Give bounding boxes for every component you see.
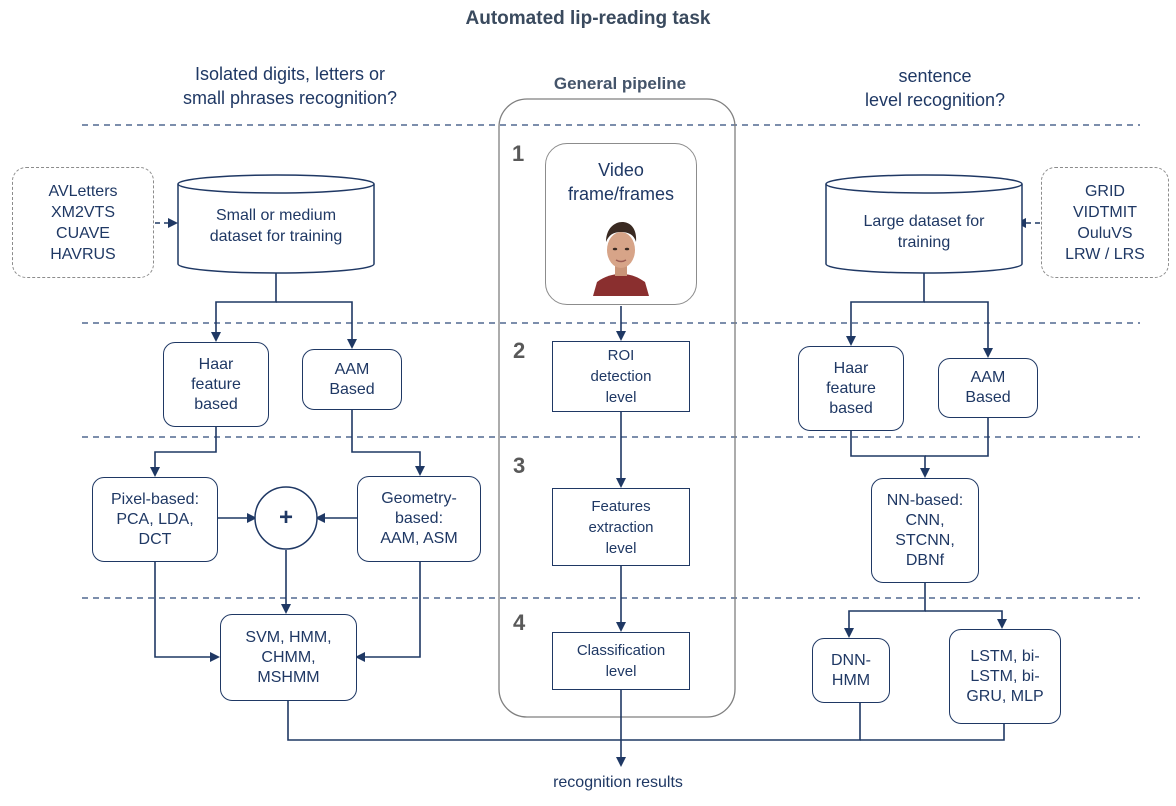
combine-circle [254, 486, 318, 550]
right-aam-based: AAM Based [938, 358, 1038, 418]
classification-level: Classification level [552, 632, 690, 690]
right-split-haar [846, 272, 925, 346]
right-dataset-list: GRID VIDTMIT OuluVS LRW / LRS [1041, 167, 1169, 278]
pipeline-container [498, 98, 736, 718]
right-header: sentence level recognition? [864, 66, 1006, 110]
aam-to-nn [925, 418, 989, 457]
right-split-aam [924, 301, 993, 358]
pipeline-title: General pipeline [553, 74, 687, 93]
geometry-to-classifiers [355, 562, 421, 662]
left-split-aam [276, 301, 357, 349]
right-dataset-cylinder-shape [825, 174, 1023, 274]
connectors [150, 218, 1040, 767]
step-number-2: 2 [513, 338, 526, 363]
nn-to-lstm [925, 610, 1007, 629]
left-split-haar [211, 272, 277, 342]
haar-to-pixel [150, 427, 217, 477]
nn-based-box: NN-based: CNN, STCNN, DBNf [871, 478, 979, 583]
lstm-box: LSTM, bi- LSTM, bi- GRU, MLP [949, 629, 1061, 724]
left-haar-feature-based: Haar feature based [163, 342, 269, 427]
left-to-results [287, 701, 621, 741]
diagram-title: Automated lip-reading task [465, 8, 711, 29]
geometry-based-box: Geometry- based: AAM, ASM [357, 476, 481, 562]
pixel-to-classifiers [154, 562, 220, 662]
level-separators [82, 124, 1140, 599]
face-image [593, 222, 649, 296]
aam-to-geometry [351, 410, 425, 476]
right-dataset-cylinder: Large dataset for training [863, 213, 985, 251]
plus-sign: + [278, 504, 293, 531]
left-dataset-list: AVLetters XM2VTS CUAVE HAVRUS [12, 167, 154, 278]
roi-detection-level: ROI detection level [552, 341, 690, 412]
video-frame-label: Video frame/frames [567, 160, 675, 204]
nn-to-dnn [844, 583, 926, 638]
features-extraction-level: Features extraction level [552, 488, 690, 566]
video-frame-box: Video frame/frames [545, 143, 697, 305]
recognition-results-label: recognition results [553, 774, 683, 791]
lstm-to-results [860, 724, 1005, 741]
dnn-to-results [621, 703, 861, 741]
right-haar-feature-based: Haar feature based [798, 346, 904, 431]
left-classifiers-box: SVM, HMM, CHMM, MSHMM [220, 614, 357, 701]
step-number-1: 1 [512, 141, 525, 166]
haar-to-nn [850, 431, 930, 478]
dnn-hmm-box: DNN- HMM [812, 638, 890, 703]
pixel-based-box: Pixel-based: PCA, LDA, DCT [92, 477, 218, 562]
step-number-4: 4 [513, 610, 526, 635]
left-aam-based: AAM Based [302, 349, 402, 410]
left-dataset-cylinder: Small or medium dataset for training [209, 207, 343, 245]
left-dataset-cylinder-shape [177, 174, 375, 274]
left-header: Isolated digits, letters or small phrase… [182, 64, 398, 108]
step-number-3: 3 [513, 453, 526, 478]
